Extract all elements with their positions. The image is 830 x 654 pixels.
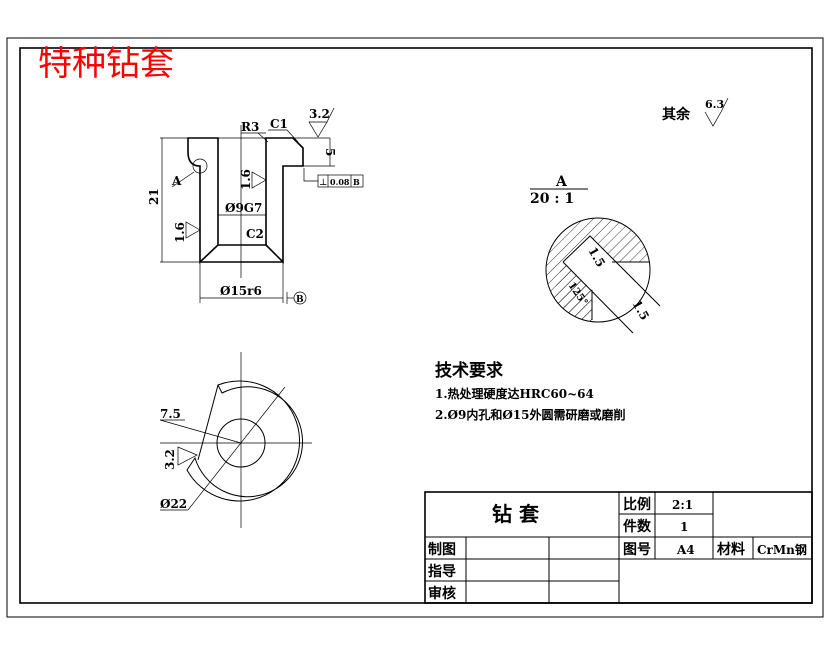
drawing-title: 特种钻套 [38,44,174,84]
guided-by-label: 指导 [428,563,456,580]
material-label: 材料 [717,541,745,558]
dim-bore: Ø9G7 [225,201,262,215]
dim-r3: R3 [241,120,259,134]
tolerance-datum: B [353,177,360,187]
dim-c2: C2 [246,227,264,241]
inner-frame [19,47,813,604]
tech-req-item: 2.Ø9内孔和Ø15外圆需研磨或磨削 [435,407,625,422]
roughness-symbol-icon [704,97,729,127]
roughness-other-value: 6.3 [705,98,724,111]
scale-label: 比例 [623,496,651,513]
drawing-no-label: 图号 [623,542,651,558]
detail-view-a: A 20 : 1 1.5 1.5 125° [530,174,661,334]
datum-b-marker [293,291,307,305]
material-value: CrMn钢 [757,542,807,557]
scale-value: 2:1 [672,498,693,512]
roughness-inner-value: 1.6 [239,169,253,190]
dim-5: 5 [323,148,337,156]
drawn-by-label: 制图 [428,541,456,558]
title-block: 钻 套 比例 2:1 件数 1 图号 A4 材料 CrMn钢 制图 指导 审核 [424,491,813,604]
tolerance-frame [317,174,364,188]
label-a: A [171,174,182,188]
tech-req-item: 1.热处理硬度达HRC60~64 [435,386,594,401]
technical-requirements: 技术要求 1.热处理硬度达HRC60~64 2.Ø9内孔和Ø15外圆需研磨或磨削 [435,360,625,422]
roughness-bottom-value: 3.2 [163,449,177,470]
tolerance-value: 0.08 [330,177,350,187]
dim-c1: C1 [270,117,288,131]
dim-21: 21 [147,188,161,205]
dim-7-5: 7.5 [160,407,181,421]
roughness-top-value: 3.2 [309,107,330,121]
checked-by-label: 审核 [428,585,456,602]
roughness-other: 其余 6.3 [662,97,729,127]
tech-req-heading: 技术要求 [435,360,503,381]
datum-b-label: B [296,295,304,305]
roughness-symbol-icon [308,107,335,138]
dim-dia-22: Ø22 [160,497,187,511]
detail-scale: 20 : 1 [530,191,574,207]
roughness-left-value: 1.6 [173,222,187,243]
perpendicularity-icon: ⊥ [319,178,327,188]
detail-label: A [555,174,568,190]
dim-outer: Ø15r6 [220,284,262,298]
main-section-view: 21 A R3 C1 3.2 5 ⊥ 0.08 B 1.6 1.6 Ø9G7 C… [147,107,364,305]
bottom-view: 7.5 3.2 Ø22 [159,352,312,528]
qty-label: 件数 [623,518,652,535]
part-name: 钻 套 [492,502,539,526]
roughness-other-label: 其余 [662,106,691,123]
outer-frame [6,37,824,618]
drawing-no-value: A4 [676,543,695,557]
qty-value: 1 [680,520,688,534]
